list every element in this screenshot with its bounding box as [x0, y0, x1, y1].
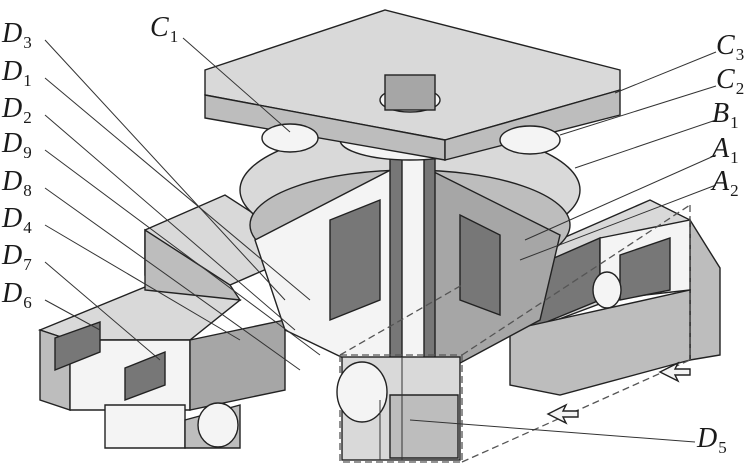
central-housing [239, 119, 581, 401]
top-plate [204, 9, 621, 161]
label-d1: D1 [2, 56, 32, 91]
label-c3: C3 [716, 30, 745, 65]
label-d7: D7 [2, 240, 32, 275]
label-d6: D6 [2, 278, 32, 313]
label-b1: B1 [712, 98, 739, 133]
label-d8: D8 [2, 166, 32, 201]
label-d4: D4 [2, 203, 32, 238]
label-c1: C1 [150, 12, 179, 47]
label-a2: A2 [712, 166, 739, 201]
detail-callout [336, 204, 691, 463]
label-d3: D3 [2, 18, 32, 53]
label-d9: D9 [2, 128, 32, 163]
label-d5: D5 [697, 423, 727, 458]
label-d2: D2 [2, 93, 32, 128]
leader-lines [44, 37, 717, 443]
label-c2: C2 [716, 64, 745, 99]
label-a1: A1 [712, 133, 739, 168]
